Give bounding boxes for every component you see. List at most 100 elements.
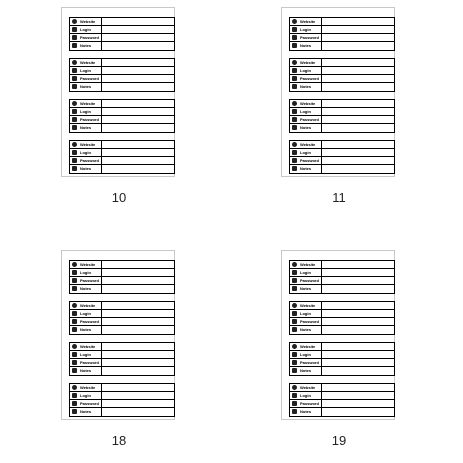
row-divider bbox=[321, 277, 322, 284]
entry-row-website: Website bbox=[290, 18, 394, 26]
row-divider bbox=[101, 384, 102, 391]
entry-row-password: Password bbox=[70, 318, 174, 326]
entry-row-notes: Notes bbox=[290, 124, 394, 132]
entry-label: Login bbox=[80, 352, 91, 357]
row-divider bbox=[321, 108, 322, 115]
entry-row-login: Login bbox=[290, 269, 394, 277]
row-divider bbox=[101, 42, 102, 50]
lock-icon bbox=[72, 117, 77, 122]
row-divider bbox=[101, 108, 102, 115]
note-icon bbox=[72, 125, 77, 130]
row-divider bbox=[321, 310, 322, 317]
user-icon bbox=[292, 393, 297, 398]
entry-label: Login bbox=[300, 311, 311, 316]
entry-label: Website bbox=[300, 142, 316, 147]
user-icon bbox=[72, 270, 77, 275]
row-divider bbox=[101, 59, 102, 66]
entry-label: Notes bbox=[300, 125, 312, 130]
entry-label: Notes bbox=[80, 368, 92, 373]
row-divider bbox=[101, 359, 102, 366]
entry-row-notes: Notes bbox=[70, 285, 174, 293]
entry-label: Password bbox=[80, 360, 99, 365]
entry-label: Password bbox=[300, 319, 319, 324]
entry-label: Website bbox=[300, 60, 316, 65]
entry-row-notes: Notes bbox=[70, 408, 174, 416]
row-divider bbox=[101, 141, 102, 148]
entry-row-login: Login bbox=[290, 108, 394, 116]
row-divider bbox=[101, 165, 102, 173]
note-icon bbox=[292, 327, 297, 332]
entry-label: Notes bbox=[80, 125, 92, 130]
row-divider bbox=[101, 326, 102, 334]
entry-row-login: Login bbox=[70, 149, 174, 157]
row-divider bbox=[321, 343, 322, 350]
entry-row-website: Website bbox=[70, 384, 174, 392]
entry-row-notes: Notes bbox=[70, 124, 174, 132]
row-divider bbox=[321, 269, 322, 276]
entry-row-notes: Notes bbox=[70, 367, 174, 375]
lock-icon bbox=[72, 401, 77, 406]
user-icon bbox=[72, 150, 77, 155]
entry-label: Website bbox=[80, 60, 96, 65]
globe-icon bbox=[72, 303, 77, 308]
entry-label: Password bbox=[80, 158, 99, 163]
note-icon bbox=[292, 43, 297, 48]
entry-row-login: Login bbox=[290, 351, 394, 359]
row-divider bbox=[101, 83, 102, 91]
user-icon bbox=[292, 352, 297, 357]
user-icon bbox=[292, 109, 297, 114]
page-number: 19 bbox=[331, 433, 347, 448]
entry-row-notes: Notes bbox=[70, 326, 174, 334]
page-number: 18 bbox=[111, 433, 127, 448]
row-divider bbox=[101, 116, 102, 123]
entry-label: Password bbox=[300, 158, 319, 163]
entry-label: Password bbox=[80, 401, 99, 406]
row-divider bbox=[321, 408, 322, 416]
entry-label: Notes bbox=[300, 286, 312, 291]
entry-row-password: Password bbox=[70, 400, 174, 408]
note-icon bbox=[292, 286, 297, 291]
globe-icon bbox=[292, 344, 297, 349]
globe-icon bbox=[292, 19, 297, 24]
row-divider bbox=[101, 343, 102, 350]
entry-row-website: Website bbox=[70, 18, 174, 26]
lock-icon bbox=[72, 158, 77, 163]
entry-row-password: Password bbox=[290, 400, 394, 408]
row-divider bbox=[321, 26, 322, 33]
entry-row-website: Website bbox=[70, 100, 174, 108]
row-divider bbox=[321, 302, 322, 309]
user-icon bbox=[72, 352, 77, 357]
entry-row-notes: Notes bbox=[70, 42, 174, 50]
user-icon bbox=[72, 68, 77, 73]
row-divider bbox=[321, 261, 322, 268]
row-divider bbox=[101, 302, 102, 309]
entry-label: Notes bbox=[300, 43, 312, 48]
entry-label: Password bbox=[300, 278, 319, 283]
row-divider bbox=[321, 326, 322, 334]
entry-row-login: Login bbox=[290, 67, 394, 75]
entry-label: Login bbox=[80, 270, 91, 275]
entry-row-notes: Notes bbox=[70, 83, 174, 91]
entry-label: Login bbox=[80, 68, 91, 73]
entry-label: Login bbox=[300, 270, 311, 275]
globe-icon bbox=[72, 60, 77, 65]
entry-label: Login bbox=[300, 393, 311, 398]
note-icon bbox=[292, 125, 297, 130]
row-divider bbox=[321, 75, 322, 82]
entry-label: Notes bbox=[300, 327, 312, 332]
entry-label: Login bbox=[80, 109, 91, 114]
